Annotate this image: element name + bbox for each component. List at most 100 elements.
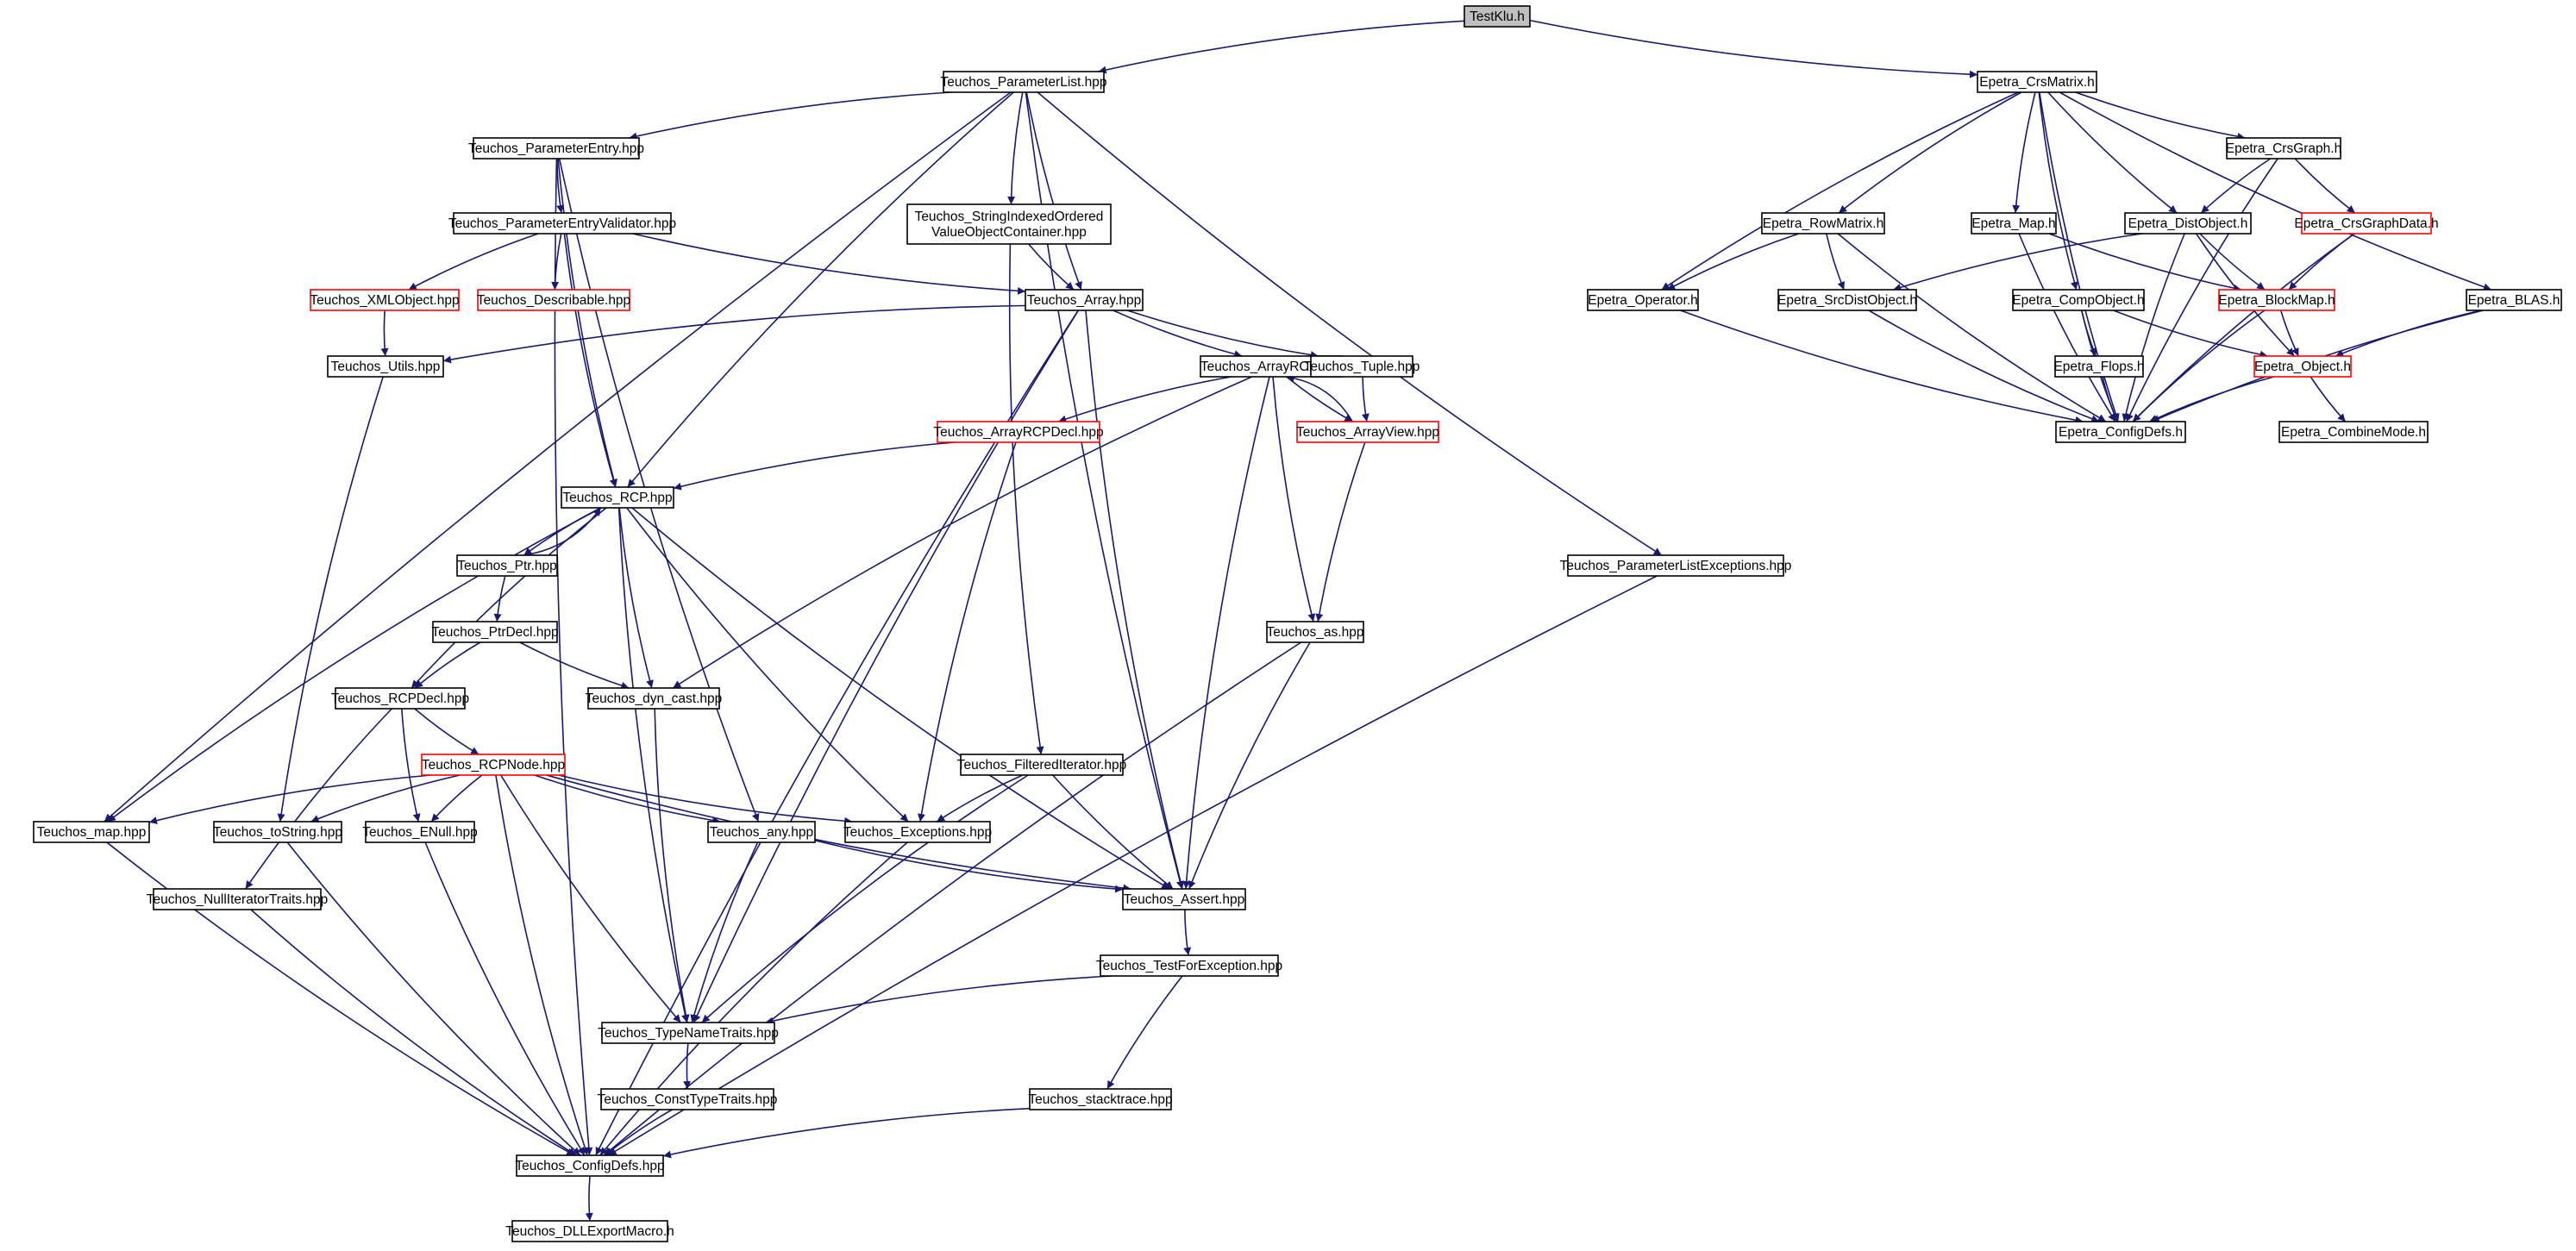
node-box[interactable]: [906, 203, 1112, 245]
node-box[interactable]: [937, 421, 1100, 443]
node-rowmatrix[interactable]: Epetra_RowMatrix.h: [1761, 212, 1885, 235]
node-stacktrace[interactable]: Teuchos_stacktrace.hpp: [1028, 1088, 1173, 1110]
node-box[interactable]: [1296, 421, 1439, 443]
node-box[interactable]: [943, 71, 1105, 93]
node-combinemode[interactable]: Epetra_CombineMode.h: [2278, 421, 2429, 443]
node-box[interactable]: [587, 687, 720, 710]
node-box[interactable]: [1977, 71, 2097, 93]
node-exceptions[interactable]: Teuchos_Exceptions.hpp: [843, 821, 992, 843]
node-box[interactable]: [2278, 421, 2429, 443]
node-econfigdefs[interactable]: Epetra_ConfigDefs.h: [2055, 421, 2186, 443]
node-entryvalidator[interactable]: Teuchos_ParameterEntryValidator.hpp: [448, 212, 676, 235]
node-box[interactable]: [473, 137, 640, 160]
node-box[interactable]: [601, 1022, 775, 1044]
node-nulliterator[interactable]: Teuchos_NullIteratorTraits.hpp: [147, 888, 329, 910]
node-box[interactable]: [1587, 289, 1699, 311]
node-box[interactable]: [1100, 954, 1279, 977]
node-arrayview[interactable]: Teuchos_ArrayView.hpp: [1296, 421, 1439, 443]
node-rcpdecl[interactable]: Teuchos_RCPDecl.hpp: [331, 687, 469, 710]
node-distobject[interactable]: Epetra_DistObject.h: [2124, 212, 2252, 235]
node-ptr[interactable]: Teuchos_Ptr.hpp: [456, 554, 558, 577]
node-box[interactable]: [1029, 1088, 1172, 1110]
node-assert[interactable]: Teuchos_Assert.hpp: [1122, 888, 1246, 910]
node-box[interactable]: [1266, 621, 1364, 643]
node-box[interactable]: [453, 212, 672, 235]
node-box[interactable]: [1777, 289, 1917, 311]
node-box[interactable]: [335, 687, 466, 710]
node-box[interactable]: [365, 821, 475, 843]
node-utils[interactable]: Teuchos_Utils.hpp: [327, 355, 444, 378]
node-operator[interactable]: Epetra_Operator.h: [1587, 289, 1699, 311]
node-crsmatrix[interactable]: Epetra_CrsMatrix.h: [1977, 71, 2097, 93]
node-tuple[interactable]: Teuchos_Tuple.hpp: [1304, 355, 1420, 378]
node-eobject[interactable]: Epetra_Object.h: [2253, 355, 2352, 378]
node-box[interactable]: [1567, 554, 1784, 577]
node-box[interactable]: [600, 1088, 774, 1110]
node-box[interactable]: [421, 754, 566, 776]
node-configdefs[interactable]: Teuchos_ConfigDefs.hpp: [515, 1154, 665, 1177]
node-box[interactable]: [960, 754, 1124, 776]
node-map[interactable]: Epetra_Map.h: [1971, 212, 2057, 235]
node-consttypetraits[interactable]: Teuchos_ConstTypeTraits.hpp: [598, 1088, 778, 1110]
node-tostring[interactable]: Teuchos_toString.hpp: [213, 821, 342, 843]
node-arrayrcpdecl[interactable]: Teuchos_ArrayRCPDecl.hpp: [933, 421, 1104, 443]
node-box[interactable]: [1025, 289, 1144, 311]
node-box[interactable]: [707, 821, 816, 843]
node-xmlobject[interactable]: Teuchos_XMLObject.hpp: [310, 289, 460, 311]
node-parameterlist[interactable]: Teuchos_ParameterList.hpp: [940, 71, 1107, 93]
node-box[interactable]: [2124, 212, 2252, 235]
node-box[interactable]: [213, 821, 342, 843]
edge-tostring-to-configdefs: [286, 841, 581, 1156]
node-ptrdecl[interactable]: Teuchos_PtrDecl.hpp: [431, 621, 559, 643]
node-blas[interactable]: Epetra_BLAS.h: [2466, 289, 2562, 311]
node-label: Epetra_SrcDistObject.h: [1777, 293, 1917, 308]
node-box[interactable]: [561, 486, 674, 509]
node-typenametraits[interactable]: Teuchos_TypeNameTraits.hpp: [598, 1022, 779, 1044]
node-parameterentry[interactable]: Teuchos_ParameterEntry.hpp: [468, 137, 644, 160]
node-box[interactable]: [2226, 137, 2341, 160]
node-dllexport[interactable]: Teuchos_DLLExportMacro.h: [505, 1220, 674, 1242]
node-crsgraphdata[interactable]: Epetra_CrsGraphData.h: [2294, 212, 2439, 235]
node-box[interactable]: [516, 1154, 664, 1177]
node-box[interactable]: [511, 1220, 668, 1242]
node-box[interactable]: [33, 821, 150, 843]
node-box[interactable]: [1122, 888, 1246, 910]
node-testklu[interactable]: TestKlu.h: [1463, 5, 1531, 28]
node-enull[interactable]: Teuchos_ENull.hpp: [362, 821, 478, 843]
node-box[interactable]: [1971, 212, 2057, 235]
node-box[interactable]: [2218, 289, 2335, 311]
node-box[interactable]: [456, 554, 558, 577]
node-box[interactable]: [2301, 212, 2432, 235]
node-box[interactable]: [1761, 212, 1885, 235]
node-box[interactable]: [2012, 289, 2145, 311]
node-rcp[interactable]: Teuchos_RCP.hpp: [561, 486, 674, 509]
node-array[interactable]: Teuchos_Array.hpp: [1025, 289, 1144, 311]
node-box[interactable]: [1463, 5, 1531, 28]
node-box[interactable]: [327, 355, 444, 378]
node-describable[interactable]: Teuchos_Describable.hpp: [477, 289, 630, 311]
node-any[interactable]: Teuchos_any.hpp: [707, 821, 816, 843]
node-parameterlistexceptions[interactable]: Teuchos_ParameterListExceptions.hpp: [1560, 554, 1792, 577]
node-as[interactable]: Teuchos_as.hpp: [1266, 621, 1364, 643]
node-testforexception[interactable]: Teuchos_TestForException.hpp: [1096, 954, 1282, 977]
node-blockmap[interactable]: Epetra_BlockMap.h: [2218, 289, 2335, 311]
node-box[interactable]: [2253, 355, 2352, 378]
node-filterediterator[interactable]: Teuchos_FilteredIterator.hpp: [957, 754, 1126, 776]
node-box[interactable]: [844, 821, 991, 843]
node-flops[interactable]: Epetra_Flops.h: [2053, 355, 2145, 378]
node-rcpnode[interactable]: Teuchos_RCPNode.hpp: [421, 754, 566, 776]
node-box[interactable]: [310, 289, 460, 311]
node-box[interactable]: [2054, 355, 2144, 378]
node-box[interactable]: [1310, 355, 1413, 378]
node-box[interactable]: [432, 621, 558, 643]
node-compobject[interactable]: Epetra_CompObject.h: [2012, 289, 2145, 311]
node-box[interactable]: [2055, 421, 2186, 443]
node-srcdistobject[interactable]: Epetra_SrcDistObject.h: [1777, 289, 1917, 311]
node-box[interactable]: [477, 289, 630, 311]
node-box[interactable]: [153, 888, 322, 910]
node-dyncast[interactable]: Teuchos_dyn_cast.hpp: [586, 687, 723, 710]
node-box[interactable]: [2466, 289, 2562, 311]
node-crsgraph[interactable]: Epetra_CrsGraph.h: [2226, 137, 2341, 160]
node-map[interactable]: Teuchos_map.hpp: [33, 821, 150, 843]
